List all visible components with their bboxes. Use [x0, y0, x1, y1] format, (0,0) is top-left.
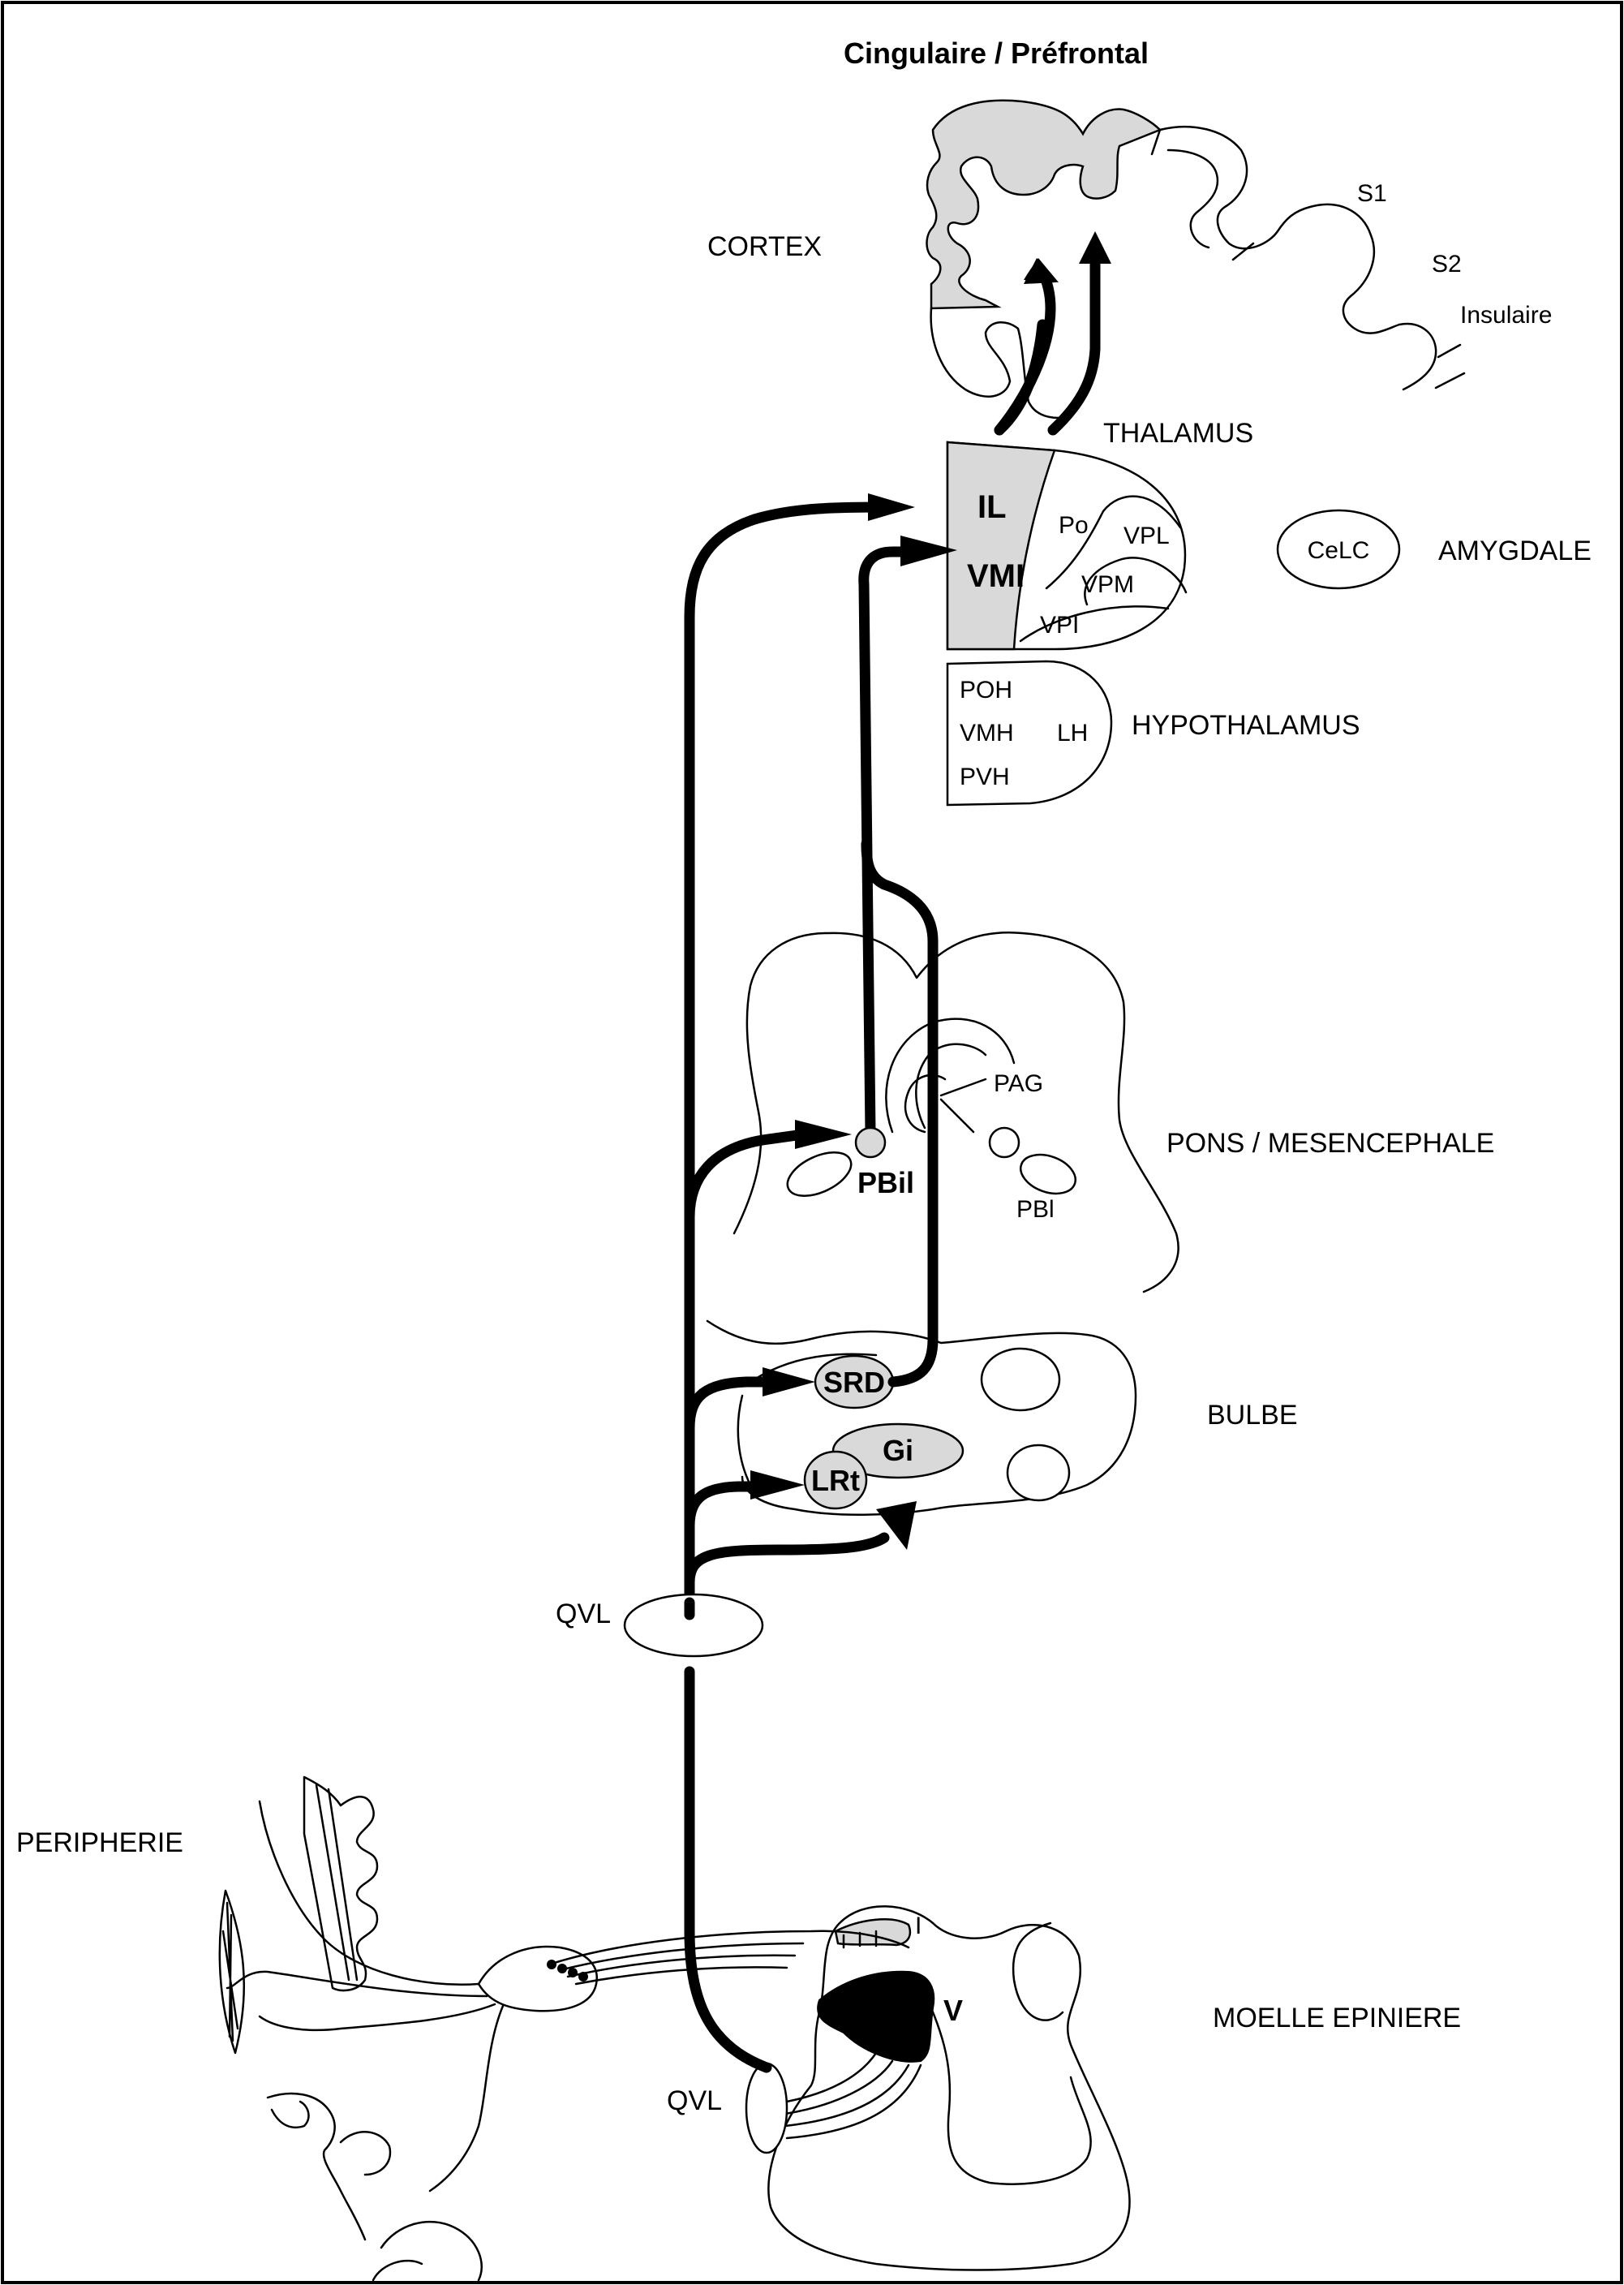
label-pbl: PBl [1016, 1196, 1055, 1223]
periphery [218, 1775, 910, 2282]
label-lh: LH [1057, 720, 1088, 747]
qvl-trunk-upper [684, 501, 890, 1612]
muscle-icon [218, 1889, 246, 2055]
cortex-ribbon [926, 99, 1466, 420]
label-po: Po [1059, 512, 1089, 539]
pons-outline [733, 932, 1179, 1293]
level-moelle: MOELLE EPINIERE [1213, 2003, 1461, 2033]
label-qvl-upper: QVL [556, 1599, 611, 1629]
label-srd: SRD [823, 1366, 885, 1399]
qvl-trunk-lower [684, 1666, 772, 2073]
label-gi: Gi [883, 1434, 913, 1467]
level-cortex: CORTEX [707, 231, 822, 262]
qvl-cord-ellipse [745, 2062, 788, 2154]
level-thalamus: THALAMUS [1103, 418, 1253, 449]
thalamus [946, 441, 1188, 651]
cingulate-prefrontal-area [926, 99, 1162, 310]
label-lamina-5: V [943, 1994, 963, 2027]
figure-title: Cingulaire / Préfrontal [844, 37, 1149, 70]
pathways [684, 231, 1111, 2073]
bulbe [706, 1319, 1137, 1516]
hypothalamus-outline [946, 660, 1113, 807]
dorsal-root-ganglion [477, 1945, 599, 2012]
joint-icon [266, 2092, 367, 2241]
spinal-cord [745, 1905, 1131, 2271]
level-pons: PONS / MESENCEPHALE [1166, 1128, 1494, 1159]
qvl-brainstem-ellipse [623, 1593, 764, 1658]
label-lrt: LRt [811, 1464, 860, 1497]
label-s2: S2 [1432, 251, 1462, 278]
label-vpi: VPI [1040, 612, 1079, 639]
label-vmi: VMI [967, 558, 1025, 594]
level-amygdale: AMYGDALE [1438, 536, 1592, 566]
il-vmi-region [946, 441, 1056, 651]
bulbe-outline [706, 1319, 1137, 1516]
left-pb-ellipse [786, 1151, 853, 1197]
label-pag: PAG [994, 1070, 1043, 1097]
label-poh: POH [960, 677, 1012, 704]
label-s1: S1 [1357, 180, 1387, 207]
skin-icon [303, 1775, 379, 1992]
cortex-outline [930, 125, 1437, 420]
label-vmh: VMH [960, 720, 1014, 747]
pbil-nucleus [854, 1126, 887, 1159]
celc-nucleus [1276, 509, 1401, 590]
label-celc: CeLC [1308, 537, 1370, 564]
lrt-nucleus [803, 1450, 868, 1510]
label-insulaire: Insulaire [1460, 302, 1552, 329]
label-pvh: PVH [960, 764, 1010, 790]
label-lamina-1: I [915, 1913, 922, 1939]
label-vpl: VPL [1123, 523, 1170, 549]
lamina-5 [817, 1970, 935, 2063]
level-bulbe: BULBE [1207, 1400, 1298, 1431]
label-qvl-lower: QVL [667, 2085, 722, 2116]
label-vpm: VPM [1081, 571, 1134, 598]
label-il: IL [977, 489, 1007, 525]
level-peripherie: PERIPHERIE [16, 1827, 183, 1858]
labels: Cingulaire / Préfrontal CORTEX THALAMUS … [16, 37, 1592, 2116]
label-pbil: PBil [857, 1166, 914, 1199]
level-hypothalamus: HYPOTHALAMUS [1132, 710, 1360, 741]
spinal-cord-outline [767, 1905, 1131, 2271]
viscera-icon [372, 2220, 483, 2282]
pbl-ellipse [1020, 1153, 1076, 1195]
